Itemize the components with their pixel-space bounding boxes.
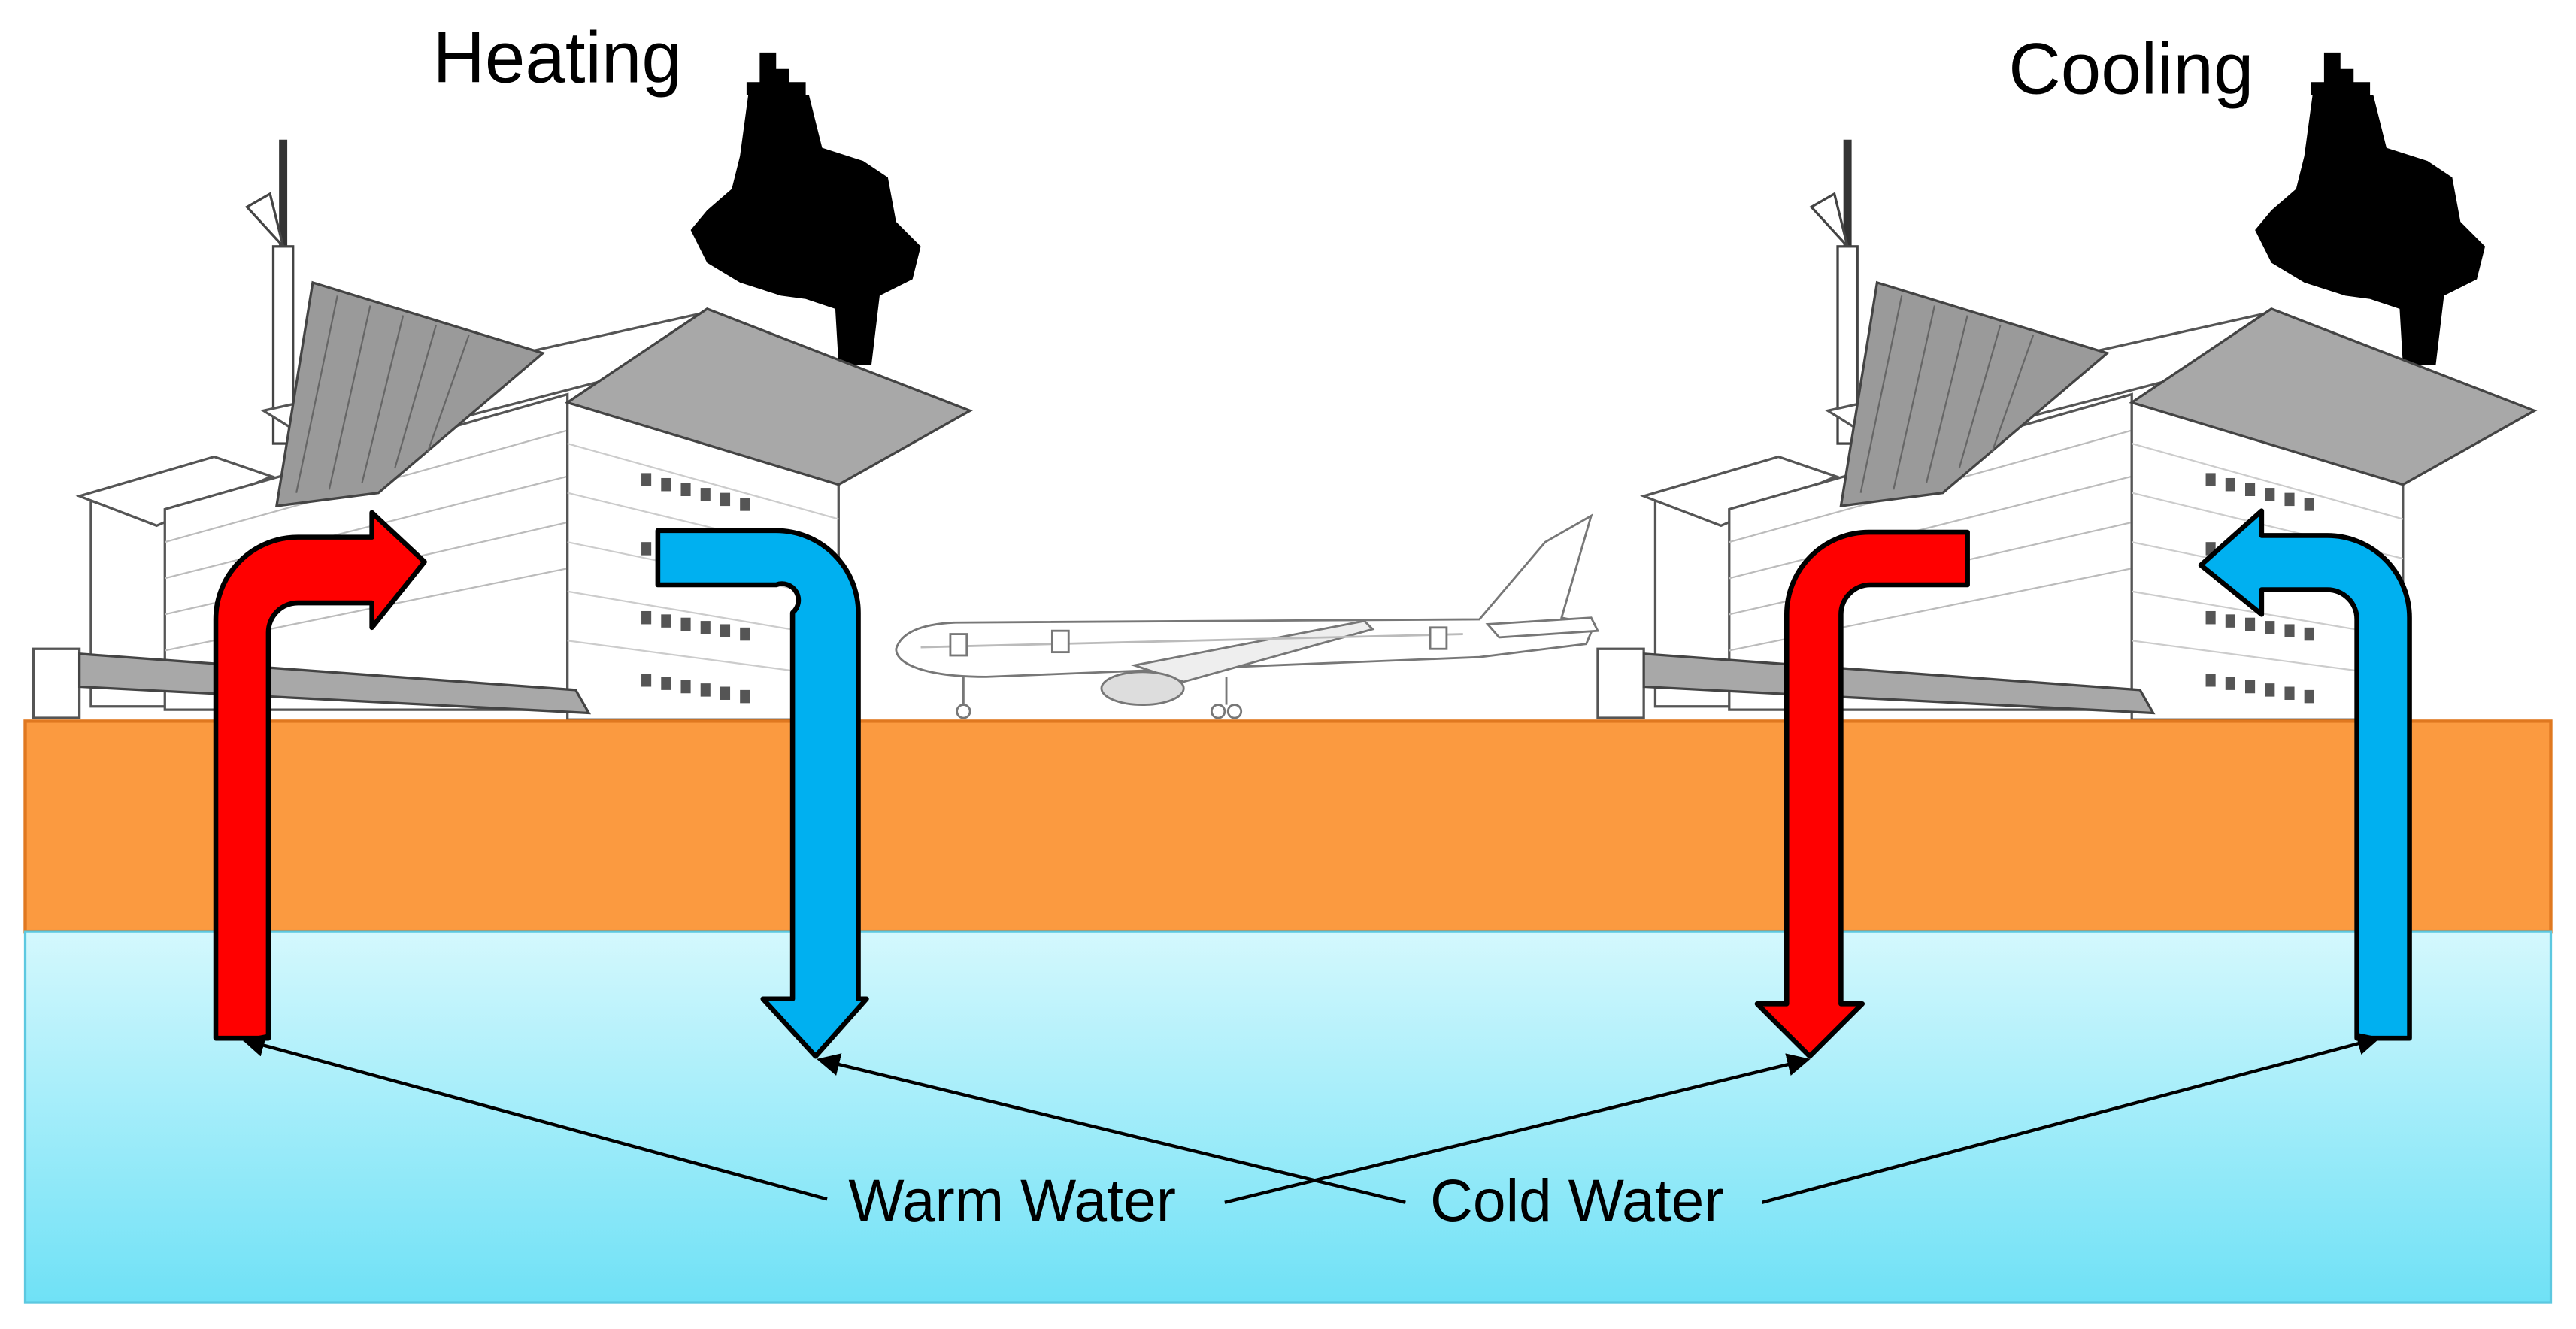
cold-water-pointer-right: [1761, 1032, 2381, 1204]
cold-water-down-arrow: [655, 528, 869, 1059]
warm-water-down-arrow: [1754, 529, 1970, 1059]
label-pointer-lines: [241, 1032, 2381, 1204]
warm-water-pointer-right: [1224, 1053, 1811, 1204]
cold-water-up-arrow: [2198, 508, 2412, 1041]
heating-title: Heating: [432, 17, 681, 98]
warm-water-up-arrow: [213, 510, 427, 1041]
cooling-title: Cooling: [2008, 29, 2253, 110]
warm-water-pointer-left: [241, 1034, 828, 1201]
airplane-icon: [895, 513, 1600, 719]
cold-water-label: Cold Water: [1430, 1167, 1723, 1234]
cold-water-pointer-left: [817, 1053, 1406, 1204]
aquifer-layer: [23, 930, 2553, 1304]
ground-layer: [23, 719, 2553, 934]
warm-water-label: Warm Water: [848, 1167, 1176, 1234]
